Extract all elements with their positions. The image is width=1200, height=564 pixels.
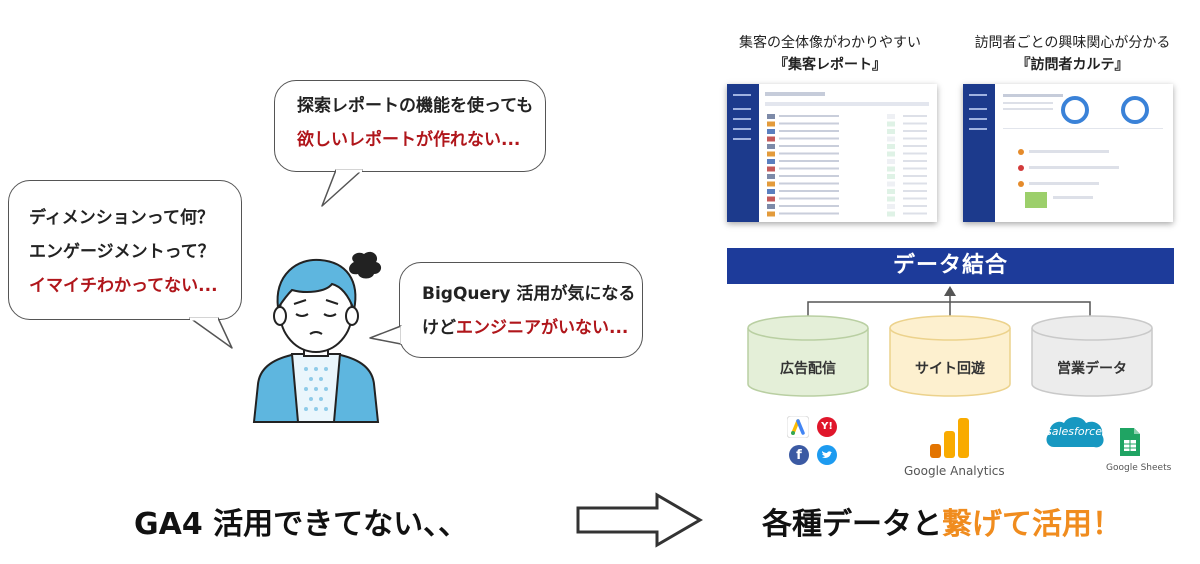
bubble-right-prefix: けど <box>422 318 456 338</box>
bubble-tails <box>189 169 404 349</box>
caption-report-line1: 集客の全体像がわかりやすい <box>739 35 921 51</box>
google-sheets-icon <box>1120 428 1140 456</box>
site-source-label: サイト回遊 <box>915 361 985 377</box>
ads-source-label: 広告配信 <box>780 361 836 377</box>
bubble-right-highlight: エンジニアがいない... <box>456 318 629 338</box>
report-screenshot-thumbnail <box>727 84 937 222</box>
google-ads-icon <box>787 416 809 438</box>
caption-karte: 訪問者ごとの興味関心が分かる 『訪問者カルテ』 <box>955 32 1190 76</box>
bubble-left-line2: エンゲージメントって？ <box>29 242 215 262</box>
bubble-top-line2: 欲しいレポートが作れない... <box>297 130 521 150</box>
salesforce-logo: salesforce <box>1042 413 1106 453</box>
site-database-cylinder <box>889 315 1011 397</box>
worry-scribble-icon <box>349 251 382 279</box>
confused-person-illustration <box>252 251 382 423</box>
speech-bubble-left: ディメンションって何？ エンゲージメントって？ イマイチわかってない... <box>8 180 242 320</box>
bottom-right-highlight: 繋げて活用！ <box>942 507 1122 542</box>
sales-source-label: 営業データ <box>1057 361 1127 377</box>
caption-karte-line2: 『訪問者カルテ』 <box>1016 57 1129 73</box>
bottom-left-text: GA4 活用できてない、、 <box>134 507 469 542</box>
speech-bubble-right: BigQuery 活用が気になる けどエンジニアがいない... <box>399 262 643 358</box>
google-analytics-label: Google Analytics <box>904 464 1005 478</box>
data-flow-diagram <box>747 286 1153 397</box>
bubble-left-line1: ディメンションって何？ <box>29 208 214 228</box>
google-analytics-icon <box>930 418 969 458</box>
right-arrow-icon <box>576 492 703 548</box>
sales-database-cylinder <box>1031 315 1153 397</box>
caption-karte-line1: 訪問者ごとの興味関心が分かる <box>974 35 1171 51</box>
twitter-icon <box>817 445 837 465</box>
bubble-right-line1: BigQuery 活用が気になる <box>422 284 636 304</box>
yahoo-icon: Y! <box>817 417 837 437</box>
bubble-top-line1: 探索レポートの機能を使っても <box>297 96 534 116</box>
bottom-right-text: 各種データと繋げて活用！ <box>762 499 1122 543</box>
bottom-right-prefix: 各種データと <box>762 507 942 542</box>
data-integration-banner: データ結合 <box>727 248 1174 284</box>
google-sheets-label: Google Sheets <box>1106 463 1172 473</box>
facebook-icon: f <box>789 445 809 465</box>
bubble-right-line2: けどエンジニアがいない... <box>422 311 642 345</box>
salesforce-wordmark: salesforce <box>1046 425 1102 438</box>
bubble-left-line3: イマイチわかってない... <box>29 276 218 296</box>
karte-screenshot-thumbnail <box>963 84 1173 222</box>
ads-database-cylinder <box>747 315 869 397</box>
speech-bubble-top: 探索レポートの機能を使っても 欲しいレポートが作れない... <box>274 80 546 172</box>
caption-report-line2: 『集客レポート』 <box>774 57 886 73</box>
caption-report: 集客の全体像がわかりやすい 『集客レポート』 <box>720 32 940 76</box>
